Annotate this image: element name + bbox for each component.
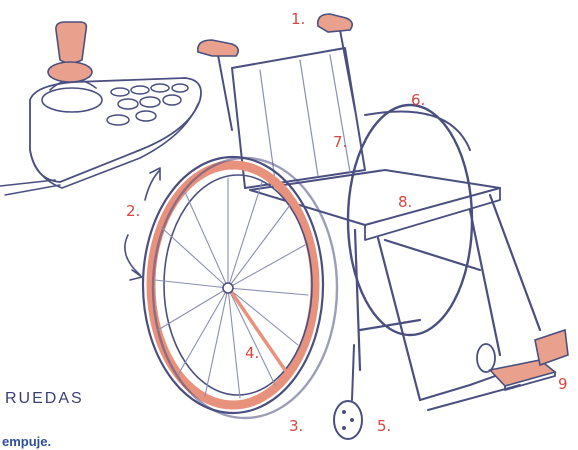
callout-7: 7. — [333, 133, 347, 151]
caption-fragment: empuje. — [2, 434, 51, 449]
callout-8: 8. — [398, 193, 412, 211]
wheelchair-illustration — [125, 14, 568, 439]
callout-3: 3. — [289, 417, 303, 435]
callout-1: 1. — [291, 10, 305, 28]
callout-9: 9 — [558, 375, 568, 393]
callout-2: 2. — [126, 202, 140, 220]
section-label: RUEDAS — [5, 390, 84, 407]
callout-4: 4. — [245, 344, 259, 362]
callout-6: 6. — [411, 91, 425, 109]
callout-5: 5. — [377, 417, 391, 435]
joystick-controller-icon — [0, 22, 201, 200]
